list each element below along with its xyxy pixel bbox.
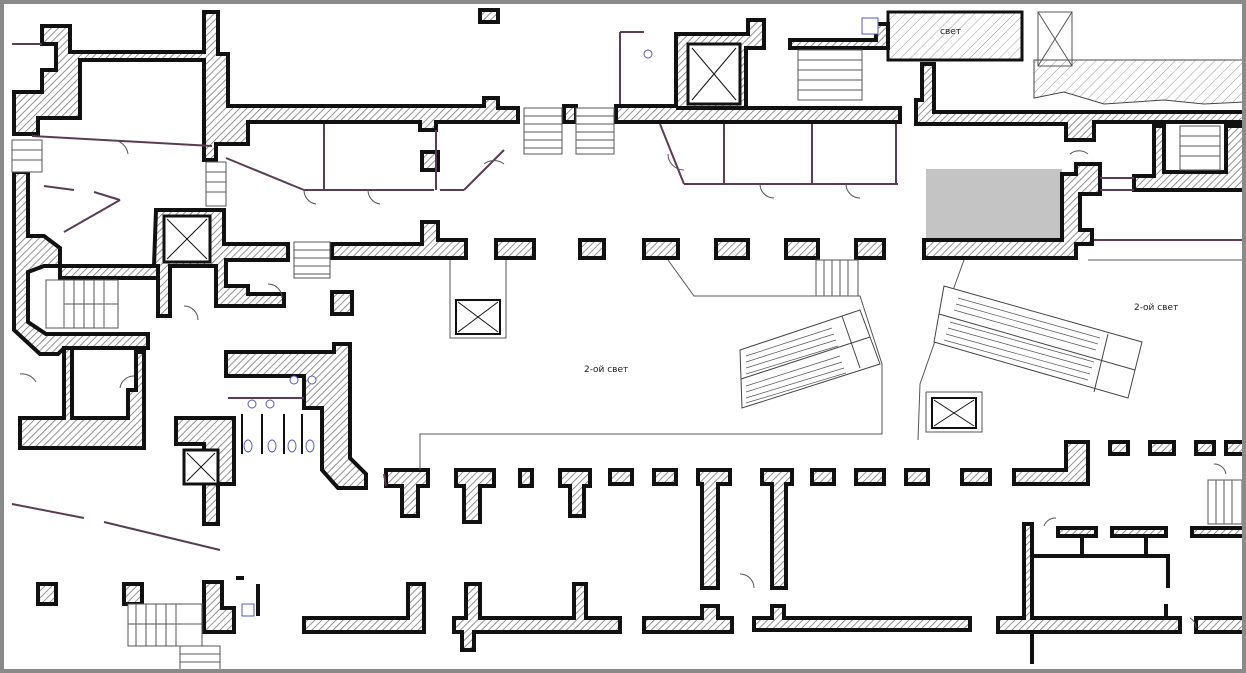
door-swing-icon — [19, 139, 1227, 629]
wall-segment — [652, 468, 678, 486]
wall-segment — [518, 468, 534, 488]
wall-segment — [1108, 440, 1130, 456]
wall-segment — [478, 8, 500, 24]
wall-segment — [302, 582, 426, 634]
wall-segment — [1148, 440, 1176, 456]
escalator-steps — [745, 297, 1101, 404]
wall-segment — [854, 238, 886, 260]
wall-segment — [36, 582, 58, 606]
wall-segment — [454, 468, 496, 524]
wall-segment — [562, 104, 578, 124]
wall-segment — [922, 162, 1102, 260]
wall-segment — [996, 522, 1182, 634]
wall-segment — [1132, 124, 1242, 192]
wall-segment — [12, 10, 520, 162]
stair-icon — [11, 49, 1242, 669]
small-elevators — [241, 17, 977, 617]
wall-segment — [1190, 526, 1242, 538]
wall-segment — [18, 346, 146, 450]
wall-segment — [784, 238, 820, 260]
partitions — [11, 31, 1242, 551]
wall-segment — [1056, 526, 1098, 538]
wall-segment — [914, 62, 1242, 142]
structural-walls — [12, 8, 1242, 652]
wall-segment — [1194, 616, 1242, 634]
wall-segment — [854, 468, 886, 486]
wall-segment — [960, 468, 992, 486]
space-label-right: 2-ой свет — [1134, 303, 1179, 313]
wall-segment — [420, 150, 440, 172]
wall-segment — [904, 468, 930, 486]
wall-segment — [202, 580, 236, 634]
elevator-icon — [241, 603, 255, 617]
wall-segment — [330, 220, 468, 260]
wall-segment — [452, 582, 622, 652]
floor-plan — [11, 8, 1242, 669]
top-light-well — [886, 10, 1242, 105]
wall-segment — [714, 238, 750, 260]
wall-segment — [384, 468, 430, 518]
wall-segment — [494, 238, 536, 260]
wall-segment — [642, 604, 734, 634]
wall-segment — [1012, 440, 1090, 486]
stair-treads — [12, 59, 1233, 663]
wall-segment — [224, 342, 368, 490]
wall-segment — [122, 582, 144, 606]
space-label-center: 2-ой свет — [584, 365, 629, 375]
wall-segment — [1110, 526, 1168, 538]
wall-segment — [752, 604, 972, 632]
wall-segment — [578, 238, 606, 260]
wall-segment — [12, 170, 150, 356]
toilet-stalls — [241, 414, 303, 454]
wall-segment — [330, 290, 354, 316]
wall-segment — [642, 238, 680, 260]
wall-segment — [58, 264, 162, 280]
wall-segment — [608, 468, 634, 486]
shaded-room — [926, 169, 1062, 241]
escalator-icon — [739, 285, 1143, 409]
elevator-icon — [861, 17, 879, 35]
wall-segment — [810, 468, 836, 486]
atrium-outlines — [419, 259, 1242, 470]
space-label-top: свет — [940, 27, 962, 37]
wall-segment — [558, 468, 592, 518]
wall-segment — [1194, 440, 1216, 456]
wall-segment — [1224, 440, 1242, 456]
wall-segment — [696, 468, 732, 590]
wall-segment — [760, 468, 794, 590]
toilet-icon — [243, 49, 653, 453]
wall-segment — [788, 22, 890, 50]
interior-walls — [236, 536, 1170, 664]
